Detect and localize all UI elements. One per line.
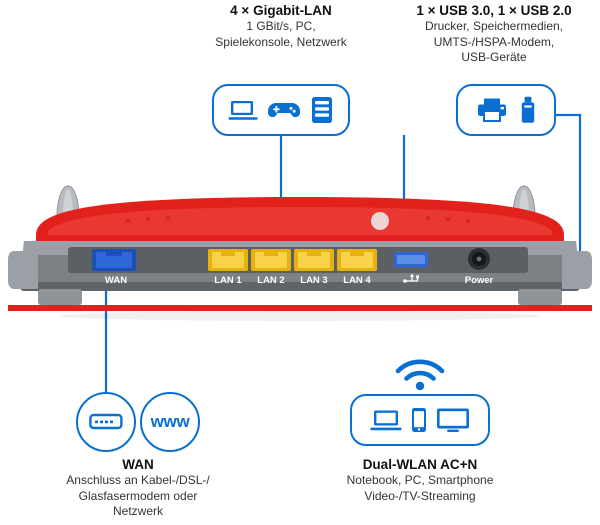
lan3-port-label: LAN 3: [300, 275, 328, 286]
callout-usb-line-1: Drucker, Speichermedien,: [424, 19, 564, 34]
modem-icon: [89, 413, 123, 430]
callout-usb-title: 1 × USB 3.0, 1 × USB 2.0: [416, 3, 572, 18]
router-device: WAN LAN 1 LAN 2 LAN 3 LAN 4 Power: [8, 185, 592, 325]
callout-usb-text: 1 × USB 3.0, 1 × USB 2.0 Drucker, Speich…: [388, 2, 600, 65]
gamepad-icon: [268, 103, 300, 118]
callout-lan-title: 4 × Gigabit-LAN: [230, 3, 332, 18]
callout-lan-line-2: Spielekonsole, Netzwerk: [215, 34, 347, 49]
printer-icon: [478, 98, 506, 122]
callout-wan-line-1: Anschluss an Kabel-/DSL-/: [66, 473, 210, 488]
lan-ports: [208, 249, 377, 271]
wan-port: [92, 249, 136, 271]
laptop-icon: [228, 101, 258, 120]
usb-icon: [403, 273, 419, 283]
callout-usb-icons: [456, 84, 556, 136]
callout-wan-modem-circle: [76, 392, 136, 452]
lan4-port-label: LAN 4: [343, 275, 371, 286]
callout-usb-line-3: USB-Geräte: [461, 49, 527, 64]
notebook-icon: [370, 410, 402, 431]
callout-wlan-line-2: Video-/TV-Streaming: [364, 488, 476, 503]
usb-stick-icon: [521, 96, 535, 123]
tv-icon: [437, 408, 469, 432]
callout-usb-line-2: UMTS-/HSPA-Modem,: [433, 34, 555, 49]
callout-lan-line-1: 1 GBit/s, PC,: [246, 19, 316, 34]
callout-wlan-text: Dual-WLAN AC+N Notebook, PC, Smartphone …: [310, 456, 530, 504]
callout-wan-text: WAN Anschluss an Kabel-/DSL-/ Glasfaserm…: [20, 456, 256, 519]
callout-wan-title: WAN: [122, 457, 154, 472]
callout-lan-icons: [212, 84, 350, 136]
callout-wlan-line-1: Notebook, PC, Smartphone: [346, 473, 494, 488]
callout-wlan-title: Dual-WLAN AC+N: [362, 457, 478, 472]
callout-wan-line-3: Netzwerk: [112, 503, 163, 518]
server-icon: [312, 97, 332, 123]
lan2-port-label: LAN 2: [257, 275, 285, 286]
lan1-port-label: LAN 1: [214, 275, 242, 286]
callout-wan-www-circle: www: [140, 392, 200, 452]
callout-wan-line-2: Glasfasermodem oder: [78, 488, 198, 503]
power-port: [468, 248, 490, 270]
callout-wlan-icons: [350, 394, 490, 446]
usb-port: [394, 252, 428, 267]
wan-port-label: WAN: [104, 275, 128, 286]
callout-lan-text: 4 × Gigabit-LAN 1 GBit/s, PC, Spielekons…: [160, 2, 402, 50]
wifi-icon: [395, 359, 445, 391]
power-port-label: Power: [464, 275, 494, 286]
www-label: www: [150, 412, 190, 431]
smartphone-icon: [412, 408, 426, 432]
